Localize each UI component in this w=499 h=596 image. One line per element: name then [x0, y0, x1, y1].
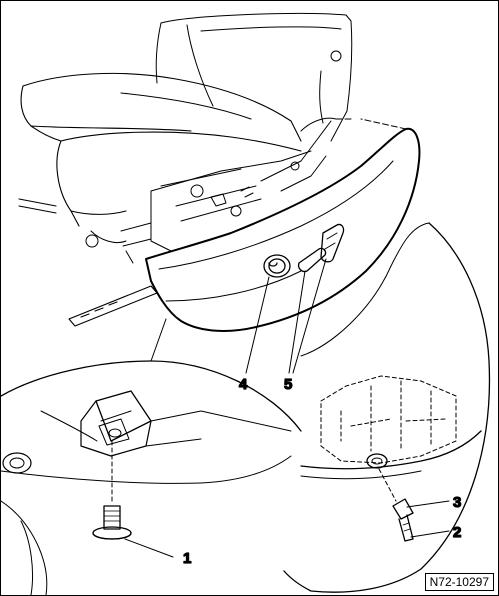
callout-5: 5 — [284, 376, 292, 393]
seat-rail — [18, 198, 158, 327]
callout-3: 3 — [453, 494, 461, 511]
callout-1: 1 — [183, 550, 191, 567]
callout-2: 2 — [453, 524, 461, 541]
detail-circle-right — [283, 222, 491, 593]
seat-cushion — [20, 72, 302, 227]
seat-frame-mechanism — [85, 117, 337, 264]
switch-controls — [263, 223, 345, 278]
leader-lines-main — [245, 258, 327, 374]
detail-circle-left — [1, 318, 302, 595]
side-trim-panel — [145, 118, 421, 332]
callout-4: 4 — [239, 376, 248, 393]
reference-code-label: N72-10297 — [424, 573, 494, 591]
seat-backrest — [155, 12, 353, 142]
